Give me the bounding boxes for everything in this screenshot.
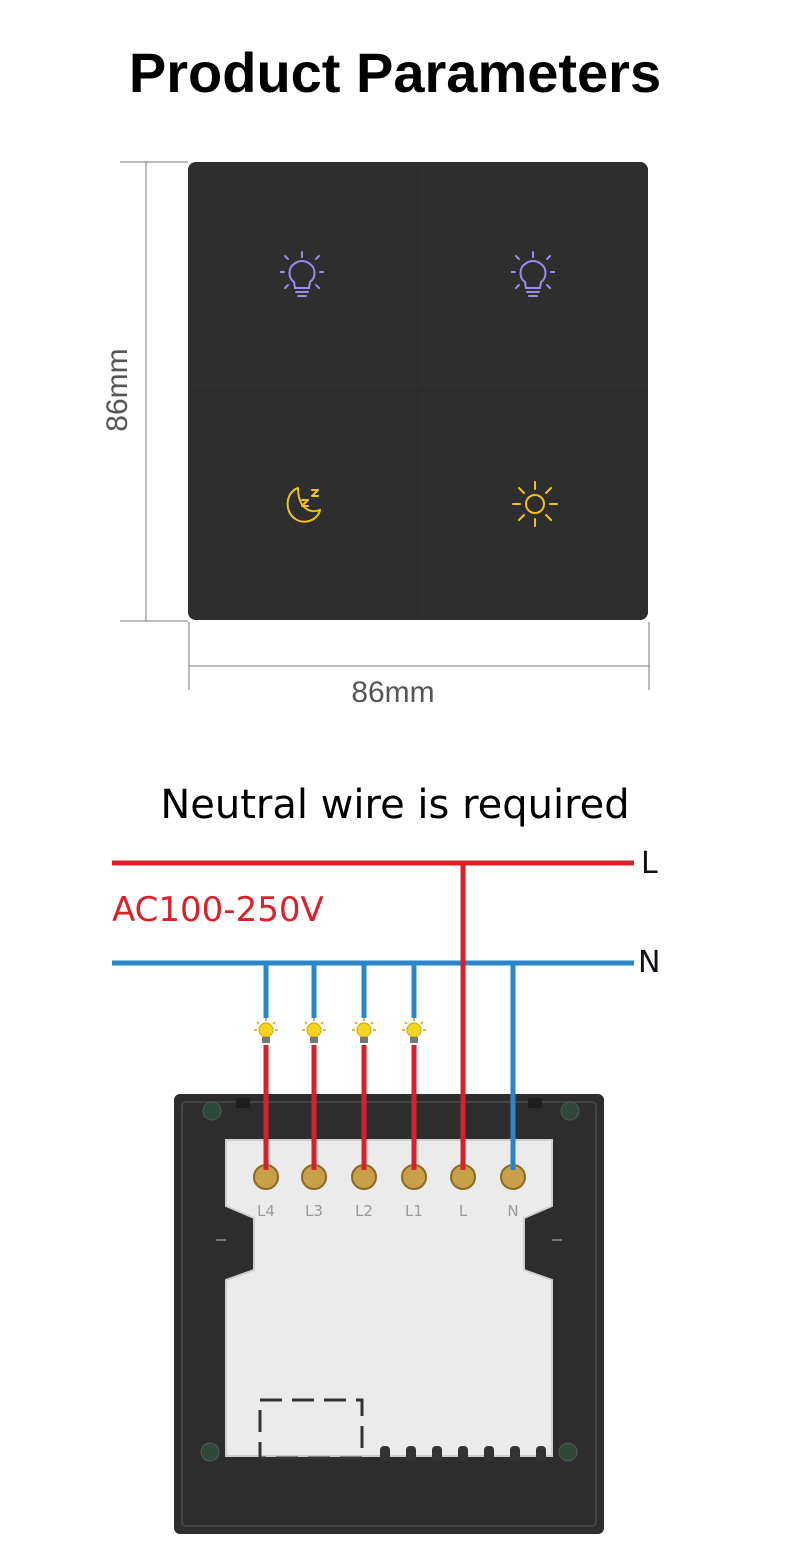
switch-key-brightness[interactable] [419, 392, 648, 620]
width-dimension-label: 86mm [351, 676, 435, 709]
terminal-label-l1: L1 [405, 1202, 423, 1220]
lamp-icons [254, 1018, 426, 1043]
dimension-lines [120, 161, 650, 690]
height-dimension-label: 86mm [101, 348, 134, 432]
terminal-block [225, 1139, 553, 1457]
switch-key-light-1[interactable] [188, 162, 417, 390]
terminal-label-l3: L3 [305, 1202, 323, 1220]
terminal-label-l2: L2 [355, 1202, 373, 1220]
terminal-label-n: N [507, 1202, 519, 1220]
page-title: Product Parameters [128, 41, 662, 104]
bulb-icon [511, 251, 555, 297]
moon-sleep-icon [286, 487, 321, 523]
wiring-lines [112, 860, 634, 1170]
wiring-subtitle: Neutral wire is required [160, 782, 630, 828]
switch-key-light-2[interactable] [419, 162, 648, 390]
bulb-icon [280, 251, 324, 297]
sun-icon [512, 481, 558, 527]
switch-back-diagram [174, 1094, 604, 1534]
switch-panel [188, 162, 648, 620]
voltage-label: AC100-250V [112, 890, 324, 930]
neutral-wire-label: N [638, 945, 661, 980]
terminal-label-l: L [458, 1202, 468, 1220]
terminal-label-l4: L4 [257, 1202, 275, 1220]
terminal-screws [253, 1164, 526, 1190]
switch-key-sleep[interactable] [188, 392, 417, 620]
line-wire-label: L [641, 846, 658, 881]
